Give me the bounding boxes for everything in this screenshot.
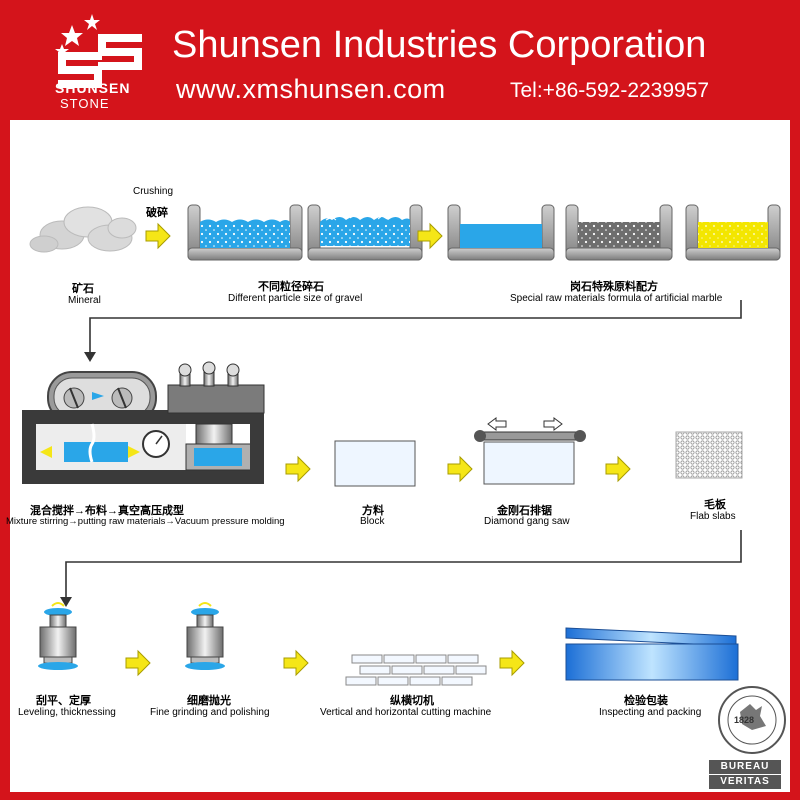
mineral-label-cn: 矿石 [72, 283, 94, 295]
mineral-rocks-icon [29, 206, 137, 253]
leveling-label-en: Leveling, thicknessing [18, 707, 116, 718]
star-icon [61, 25, 83, 46]
arrow-icon [499, 649, 525, 677]
star-icon [84, 14, 100, 30]
arrow-icon [605, 455, 631, 483]
crushing-label-en: Crushing [133, 186, 174, 197]
logo-text-stone: STONE [60, 96, 110, 111]
polishing-label-en: Fine grinding and polishing [150, 707, 270, 718]
arrow-head-icon [84, 352, 96, 362]
block-icon [334, 440, 416, 487]
mixer-press-machine [22, 361, 265, 484]
arrow-icon [447, 455, 473, 483]
flow-connector [65, 530, 742, 600]
arrow-icon [125, 649, 151, 677]
leveling-label-cn: 刮平、定厚 [36, 695, 91, 707]
logo-s-right [98, 34, 142, 70]
flow-connector [89, 300, 742, 355]
polishing-machine-icon [185, 602, 225, 670]
cut-tiles-icon [345, 654, 487, 686]
logo-text-name: SHUNSEN [55, 80, 131, 96]
saw-label-cn: 金刚石排锯 [497, 505, 552, 517]
logo-s-left [58, 52, 102, 88]
arrow-icon [283, 649, 309, 677]
formula-label-cn: 岗石特殊原料配方 [570, 281, 658, 293]
crushing-label-cn: 破碎 [146, 207, 168, 219]
cutting-label-cn: 纵横切机 [390, 695, 434, 707]
slabs-label-cn: 毛板 [704, 499, 726, 511]
mineral-label-en: Mineral [68, 295, 101, 306]
leveling-machine-icon [38, 602, 78, 670]
gang-saw-icon [474, 417, 586, 485]
formula-label-en: Special raw materials formula of artific… [510, 293, 723, 304]
slabs-label-en: Flab slabs [690, 511, 736, 522]
gravel-tub-2 [307, 204, 423, 261]
block-label-cn: 方料 [362, 505, 384, 517]
material-tub-blue [447, 204, 555, 261]
gravel-label-cn: 不同粒径碎石 [258, 281, 324, 293]
arrow-head-icon [60, 597, 72, 607]
telephone: Tel:+86-592-2239957 [510, 79, 710, 102]
block-label-en: Block [360, 516, 385, 527]
right-border [790, 120, 800, 800]
bv-label-line2: VERITAS [720, 776, 770, 787]
bv-label-line1: BUREAU [720, 761, 770, 772]
packing-label-en: Inspecting and packing [599, 707, 702, 718]
material-tub-grey [565, 204, 673, 261]
mixing-label-en: Mixture stirring→putting raw materials→V… [6, 516, 285, 527]
arrow-icon [285, 455, 311, 483]
package-box-icon [565, 627, 739, 681]
bv-year: 1828 [734, 715, 755, 725]
header-banner [0, 0, 800, 120]
left-border [0, 120, 10, 800]
flab-slabs-icon [675, 431, 743, 479]
bureau-veritas-seal [709, 686, 786, 789]
gravel-tub-1 [187, 204, 303, 261]
material-tub-yellow [685, 204, 781, 261]
website-url: www.xmshunsen.com [176, 74, 446, 104]
bottom-border [0, 792, 800, 800]
packing-label-cn: 检验包装 [624, 695, 668, 707]
gravel-label-en: Different particle size of gravel [228, 293, 363, 304]
mixing-label-cn: 混合搅拌→布料→真空高压成型 [30, 505, 184, 517]
company-name: Shunsen Industries Corporation [172, 24, 707, 66]
saw-label-en: Diamond gang saw [484, 516, 570, 527]
arrow-icon [145, 222, 171, 250]
star-icon [55, 44, 69, 57]
polishing-label-cn: 细磨抛光 [187, 695, 231, 707]
arrow-icon [417, 222, 443, 250]
cutting-label-en: Vertical and horizontal cutting machine [320, 707, 492, 718]
